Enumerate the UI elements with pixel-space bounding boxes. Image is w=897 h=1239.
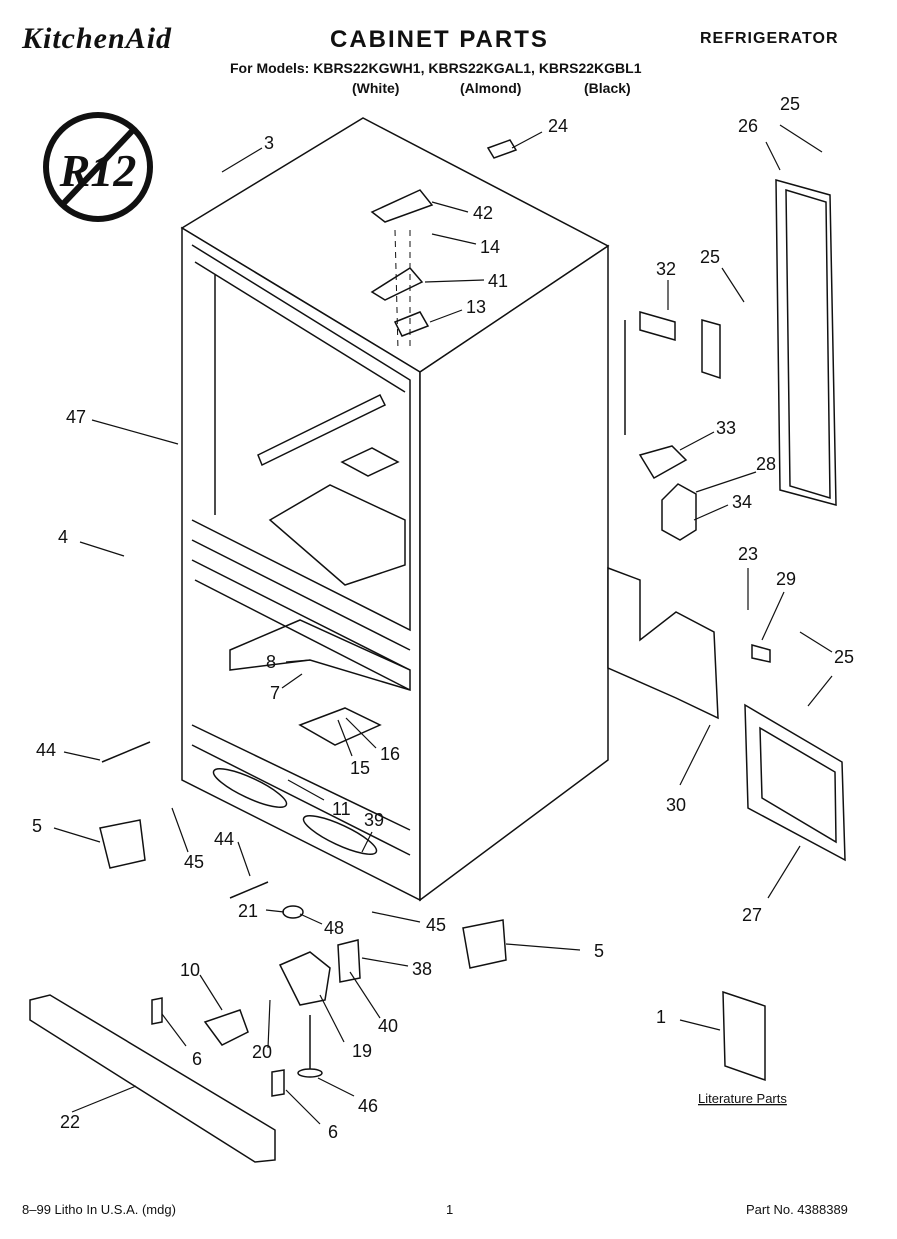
callout: 46: [358, 1096, 378, 1116]
leader-lines: [53, 124, 833, 1125]
footer-page-number: 1: [446, 1202, 454, 1217]
callout: 29: [776, 569, 796, 589]
callout: 44: [36, 740, 56, 760]
callout: 26: [738, 116, 758, 136]
callout: 47: [66, 407, 86, 427]
top-hinge-assembly: [370, 139, 518, 351]
model-list: For Models: KBRS22KGWH1, KBRS22KGAL1, KB…: [230, 60, 642, 76]
callout: 5: [32, 816, 42, 836]
callout: 34: [732, 492, 752, 512]
callout: 7: [270, 683, 280, 703]
callout: 1: [656, 1007, 666, 1027]
callout: 14: [480, 237, 500, 257]
callout: 15: [350, 758, 370, 778]
callout: 6: [192, 1049, 202, 1069]
callout: 25: [700, 247, 720, 267]
callout: 30: [666, 795, 686, 815]
callout: 19: [352, 1041, 372, 1061]
callout: 5: [594, 941, 604, 961]
callout: 33: [716, 418, 736, 438]
color-white: (White): [352, 80, 400, 96]
callout: 21: [238, 901, 258, 921]
base-grille: [744, 703, 846, 862]
callout: 45: [184, 852, 204, 872]
callout: 27: [742, 905, 762, 925]
callout: 10: [180, 960, 200, 980]
appliance-category: REFRIGERATOR: [700, 30, 839, 47]
callout: 25: [834, 647, 854, 667]
callout: 6: [328, 1122, 338, 1142]
literature-booklet-icon: [722, 990, 766, 1082]
lower-parts: [29, 741, 507, 1163]
callout: 40: [378, 1016, 398, 1036]
callout: 11: [332, 799, 351, 819]
color-almond: (Almond): [460, 80, 522, 96]
callout: 16: [380, 744, 400, 764]
callout: 23: [738, 544, 758, 564]
brand-logo: KitchenAid: [22, 22, 173, 55]
callout: 24: [548, 116, 568, 136]
callout: 45: [426, 915, 446, 935]
callout: 44: [214, 829, 234, 849]
callout: 13: [466, 297, 486, 317]
page-title: CABINET PARTS: [330, 26, 549, 53]
r12-prohibited-icon: R12: [43, 112, 153, 222]
callout: 4: [58, 527, 68, 547]
callout: 39: [364, 810, 384, 830]
callout: 3: [264, 133, 274, 153]
callout: 22: [60, 1112, 80, 1132]
callout: 25: [780, 94, 800, 114]
callout: 20: [252, 1042, 272, 1062]
rear-cover-panel: [775, 179, 837, 506]
callout-labels: 3 24 42 14 41 13 47 25 26 32 25 33 28 34…: [32, 94, 854, 1142]
footer-part-number: Part No. 4388389: [746, 1202, 848, 1217]
callout: 48: [324, 918, 344, 938]
literature-parts-label: Literature Parts: [698, 1091, 787, 1106]
color-black: (Black): [584, 80, 631, 96]
control-parts: [607, 311, 771, 720]
callout: 42: [473, 203, 493, 223]
callout: 38: [412, 959, 432, 979]
callout: 28: [756, 454, 776, 474]
callout: 8: [266, 652, 276, 672]
callout: 41: [488, 271, 508, 291]
callout: 32: [656, 259, 676, 279]
footer-print-info: 8–99 Litho In U.S.A. (mdg): [22, 1202, 176, 1217]
